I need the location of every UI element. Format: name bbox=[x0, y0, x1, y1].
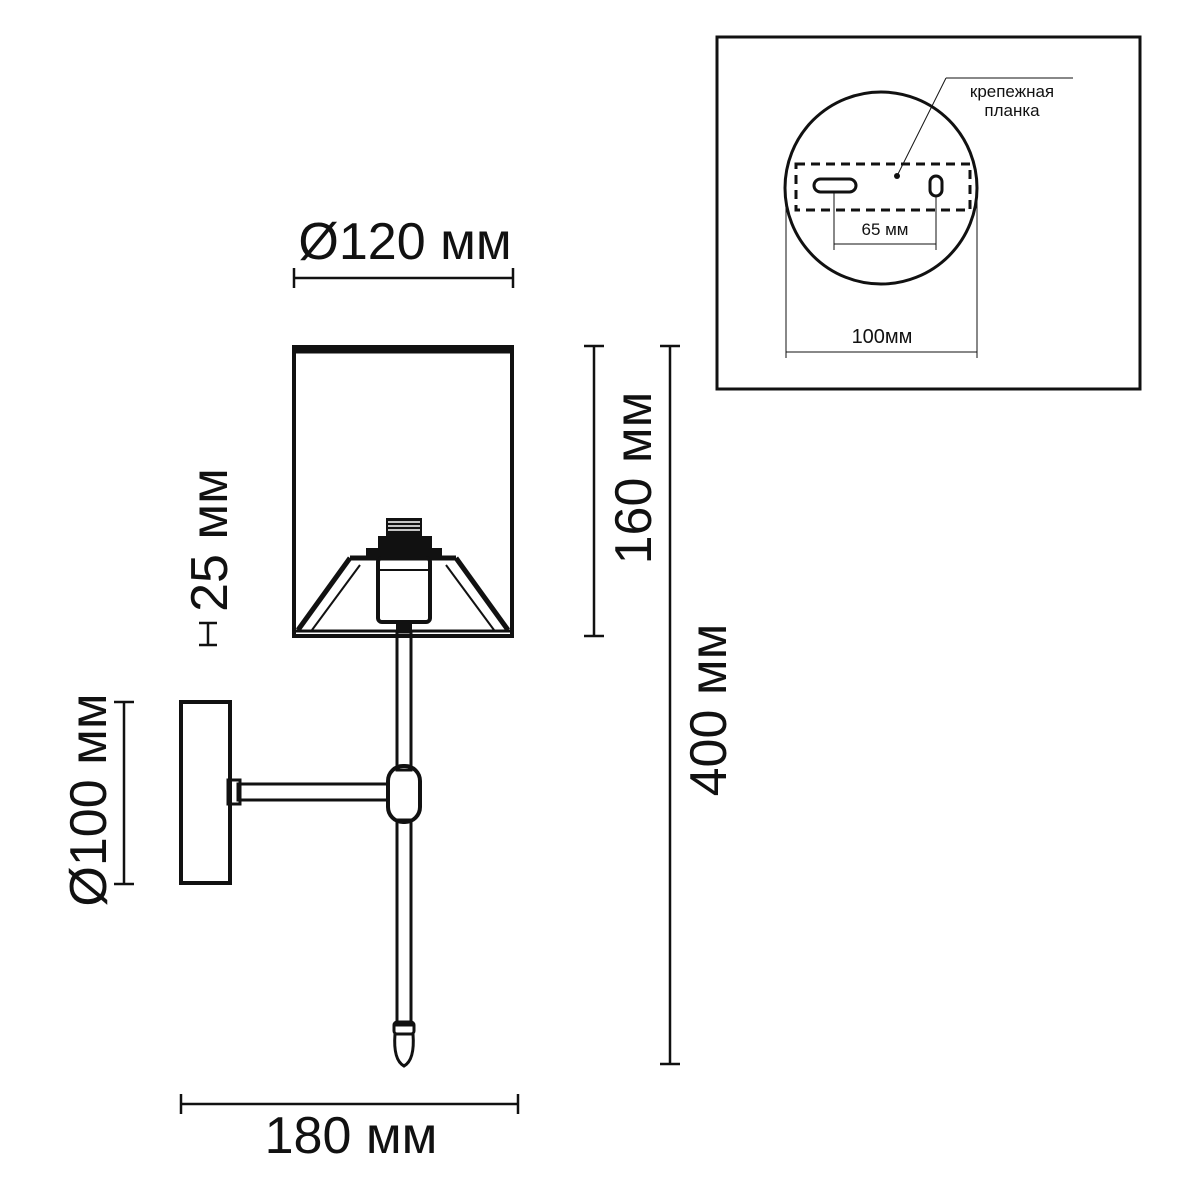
lamp-drawing bbox=[179, 345, 514, 1068]
lamp-socket bbox=[366, 518, 442, 632]
dimension-base-diameter: Ø100 мм bbox=[60, 693, 134, 907]
bracket-label-line1: крепежная bbox=[970, 82, 1054, 101]
wall-base-plate bbox=[179, 700, 232, 885]
lamp-arm bbox=[226, 778, 390, 806]
dimension-total-depth: 180 мм bbox=[179, 1094, 520, 1165]
lamp-rod bbox=[386, 630, 422, 1068]
total-depth-label: 180 мм bbox=[265, 1107, 438, 1165]
plate-diameter-label: 100мм bbox=[852, 326, 913, 348]
total-height-label: 400 мм bbox=[680, 624, 738, 797]
mounting-plate-inset: крепежная планка 65 мм 100мм bbox=[715, 35, 1142, 391]
slot-hole-left bbox=[812, 177, 858, 194]
slot-hole-right bbox=[928, 174, 944, 198]
gap-label: 25 мм bbox=[181, 468, 239, 612]
dimension-shade-height: 160 мм bbox=[584, 344, 663, 638]
dimension-shade-diameter: Ø120 мм bbox=[292, 213, 515, 288]
base-diameter-label: Ø100 мм bbox=[60, 693, 118, 906]
mounting-plate-circle bbox=[783, 90, 979, 286]
shade-height-label: 160 мм bbox=[605, 392, 663, 565]
dimension-gap: 25 мм bbox=[181, 468, 239, 647]
inset-frame bbox=[715, 35, 1142, 391]
hole-spacing-label: 65 мм bbox=[861, 220, 908, 239]
shade-diameter-label: Ø120 мм bbox=[298, 213, 511, 271]
bracket-label-line2: планка bbox=[984, 101, 1040, 120]
lamp-shade bbox=[292, 345, 514, 638]
dimension-total-height: 400 мм bbox=[660, 344, 738, 1066]
mounting-bracket bbox=[794, 162, 972, 212]
